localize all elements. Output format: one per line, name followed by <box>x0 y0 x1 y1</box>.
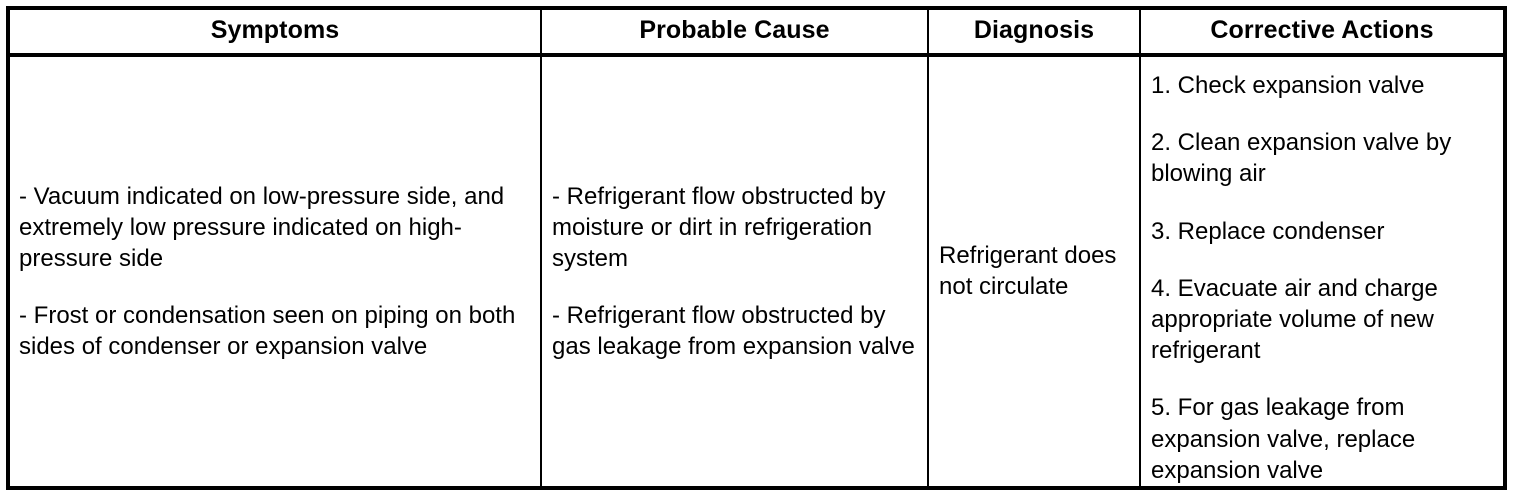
diagnosis-text: Refrigerant does not circulate <box>939 242 1117 301</box>
page-root: Symptoms Probable Cause Diagnosis Correc… <box>6 6 1507 490</box>
table-header: Symptoms Probable Cause Diagnosis Correc… <box>8 8 1505 57</box>
corrective-action-item: 5. For gas leakage from expansion valve,… <box>1151 394 1416 484</box>
table-header-row: Symptoms Probable Cause Diagnosis Correc… <box>8 8 1505 57</box>
corrective-action-item: 1. Check expansion valve <box>1151 72 1425 99</box>
column-header-symptoms: Symptoms <box>8 8 542 57</box>
probable-cause-item: - Refrigerant flow obstructed by moistur… <box>552 182 886 273</box>
column-header-probable-cause: Probable Cause <box>541 8 929 57</box>
column-header-corrective-actions: Corrective Actions <box>1140 8 1505 57</box>
cell-corrective-actions: 1. Check expansion valve 2. Clean expans… <box>1140 55 1505 488</box>
corrective-action-item: 2. Clean expansion valve by blowing air <box>1151 129 1452 188</box>
symptom-item: - Vacuum indicated on low-pressure side,… <box>19 182 505 273</box>
probable-cause-item: - Refrigerant flow obstructed by gas lea… <box>552 301 915 360</box>
cell-symptoms: - Vacuum indicated on low-pressure side,… <box>8 55 542 488</box>
corrective-action-item: 4. Evacuate air and charge appropriate v… <box>1151 274 1438 365</box>
cell-diagnosis: Refrigerant does not circulate <box>928 55 1141 488</box>
symptom-item: - Frost or condensation seen on piping o… <box>19 301 516 360</box>
table-row: - Vacuum indicated on low-pressure side,… <box>8 55 1505 488</box>
cell-probable-cause: - Refrigerant flow obstructed by moistur… <box>541 55 929 488</box>
column-header-diagnosis: Diagnosis <box>928 8 1141 57</box>
corrective-action-item: 3. Replace condenser <box>1151 217 1385 245</box>
table-body: - Vacuum indicated on low-pressure side,… <box>8 55 1505 488</box>
troubleshooting-table: Symptoms Probable Cause Diagnosis Correc… <box>6 6 1507 490</box>
